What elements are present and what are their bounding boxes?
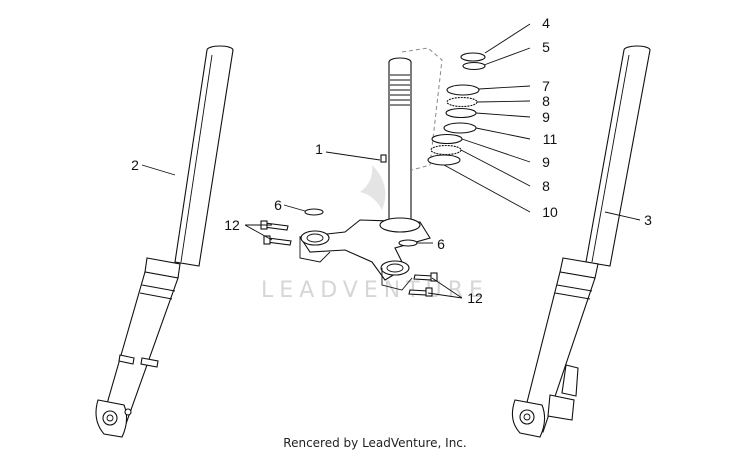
leader-lines <box>141 23 641 299</box>
steering-stem <box>380 57 412 226</box>
callout-9-top: 9 <box>542 109 550 125</box>
callout-6-right: 6 <box>437 236 445 252</box>
footer-credit: Rencered by LeadVenture, Inc. <box>283 436 467 450</box>
callout-2: 2 <box>131 157 139 173</box>
left-fork-leg <box>95 45 234 438</box>
seal-11 <box>443 122 477 134</box>
ring-nut-4 <box>460 52 486 62</box>
bearing-ring-7 <box>446 84 480 96</box>
bearing-group-outline <box>401 47 443 171</box>
callout-11: 11 <box>543 131 558 147</box>
lock-washer-5 <box>462 61 486 71</box>
callout-6-left: 6 <box>274 197 282 213</box>
callout-4: 4 <box>542 15 550 31</box>
clamp-screws-right <box>408 272 438 297</box>
ball-cage-8-bottom <box>430 144 462 156</box>
watermark-logo <box>360 165 386 210</box>
lower-triple-clamp <box>299 217 431 291</box>
watermark-text: LEADVENTURE <box>261 278 489 303</box>
callout-7: 7 <box>542 78 550 94</box>
callout-9-bottom: 9 <box>542 154 550 170</box>
callout-1: 1 <box>315 141 323 157</box>
watermark: LEADVENTURE <box>261 165 489 303</box>
bearing-stack <box>427 52 486 166</box>
right-fork-leg <box>511 45 651 438</box>
callout-8-bottom: 8 <box>542 178 550 194</box>
callout-3: 3 <box>644 212 652 228</box>
callout-5: 5 <box>542 39 550 55</box>
race-9-top <box>445 107 477 119</box>
race-9-bottom <box>431 133 463 145</box>
bearing-ring-10 <box>427 154 461 166</box>
callout-10: 10 <box>542 204 558 220</box>
washer-6-right <box>398 239 418 247</box>
washer-6-left <box>304 208 324 216</box>
callout-12-right: 12 <box>467 290 483 306</box>
callout-12-left: 12 <box>224 217 240 233</box>
ball-cage-8-top <box>446 96 478 108</box>
callout-8-top: 8 <box>542 93 550 109</box>
